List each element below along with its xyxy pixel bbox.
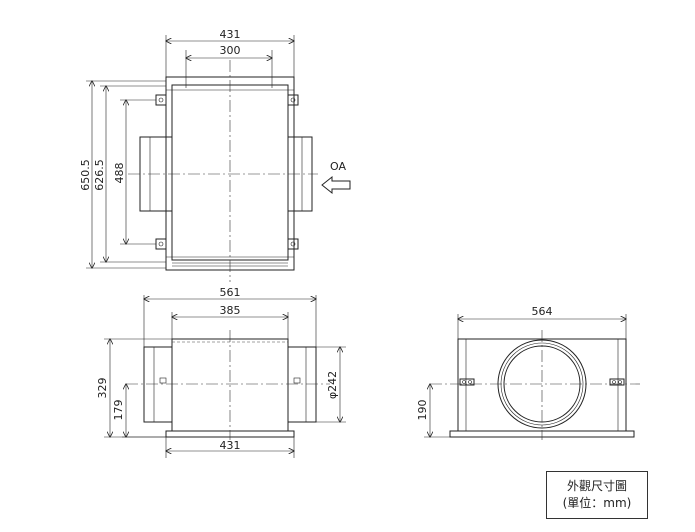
side-view-duct-right (287, 346, 317, 423)
dim-side-center-height: 179 (112, 400, 125, 421)
dim-side-duct-diameter: φ242 (326, 371, 339, 399)
top-view: 431 300 650.5 626.5 488 OA (79, 28, 351, 282)
dim-side-body-width: 385 (220, 304, 241, 317)
bracket-bottom-left (155, 238, 167, 250)
bracket-top-left (155, 94, 167, 106)
dim-top-overall-height: 650.5 (79, 159, 92, 191)
side-view-duct-left (143, 346, 173, 423)
airflow-arrow-icon (321, 175, 351, 195)
dim-top-inner-height: 488 (113, 163, 126, 184)
caption-title: 外觀尺寸圖 (566, 479, 627, 493)
dim-top-overall-width: 431 (220, 28, 241, 41)
dim-end-center-height: 190 (416, 400, 429, 421)
dim-top-mid-height: 626.5 (93, 159, 106, 191)
caption-unit: (單位：mm) (562, 496, 632, 510)
bracket-bottom-right (287, 238, 299, 250)
caption-box: 外觀尺寸圖 (單位：mm) (546, 471, 648, 519)
dim-end-overall-width: 564 (532, 305, 553, 318)
end-view: 564 190 (416, 305, 640, 440)
airflow-label: OA (330, 160, 346, 173)
dim-side-base-width: 431 (220, 439, 241, 452)
dim-side-overall-width: 561 (220, 286, 241, 299)
bracket-top-right (287, 94, 299, 106)
side-view: 561 385 431 329 179 φ242 (96, 286, 346, 458)
dim-top-inner-width: 300 (220, 44, 241, 57)
dim-side-overall-height: 329 (96, 378, 109, 399)
